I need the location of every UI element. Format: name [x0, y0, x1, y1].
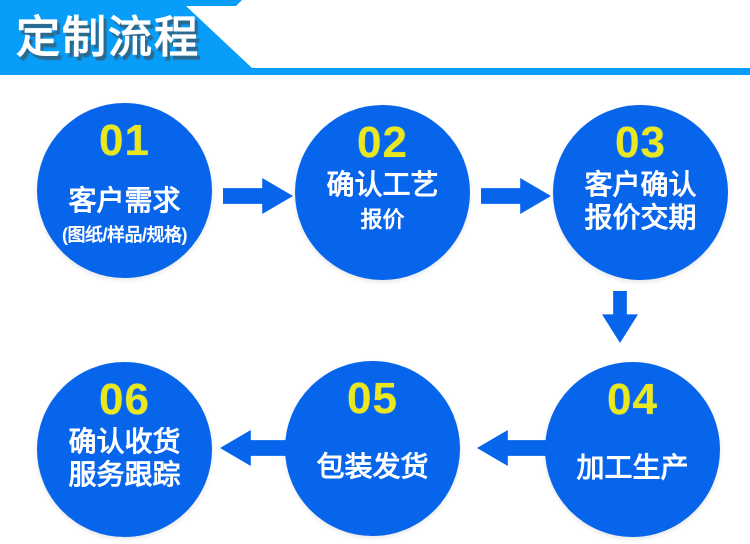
header-top-strip — [0, 0, 242, 6]
step-title: 确认收货 — [68, 426, 181, 457]
step-number: 02 — [357, 118, 408, 167]
step-title: 加工生产 — [576, 452, 689, 483]
header-banner: 定制流程 — [0, 6, 252, 68]
step-subtitle: 报价 — [360, 207, 405, 232]
step-title: 客户需求 — [68, 185, 181, 216]
step-circle-5: 05 包装发货 — [285, 361, 460, 536]
step-title: 确认工艺 — [326, 169, 439, 200]
header-divider-line — [0, 68, 750, 75]
step-title: 客户确认 — [584, 169, 697, 200]
step-number: 03 — [615, 118, 666, 167]
step-number: 01 — [99, 116, 150, 165]
step-circle-1: 01 客户需求 (图纸/样品/规格) — [37, 103, 212, 278]
arrow-left-icon — [477, 430, 547, 466]
arrow-left-icon — [220, 430, 290, 466]
step-title: 包装发货 — [316, 451, 429, 482]
arrow-right-icon — [481, 178, 551, 214]
step-subtitle: 服务跟踪 — [68, 459, 181, 490]
step-number: 06 — [99, 375, 150, 424]
step-circle-2: 02 确认工艺 报价 — [295, 105, 470, 280]
step-subtitle: 报价交期 — [584, 202, 697, 233]
arrow-right-icon — [223, 178, 293, 214]
step-subtitle: (图纸/样品/规格) — [62, 225, 188, 245]
step-circle-4: 04 加工生产 — [545, 362, 720, 537]
page-title: 定制流程 — [16, 13, 200, 62]
step-circle-3: 03 客户确认 报价交期 — [553, 105, 728, 280]
step-number: 04 — [607, 375, 658, 424]
step-circle-6: 06 确认收货 服务跟踪 — [37, 362, 212, 537]
step-number: 05 — [347, 374, 398, 423]
arrow-down-icon — [602, 291, 638, 343]
